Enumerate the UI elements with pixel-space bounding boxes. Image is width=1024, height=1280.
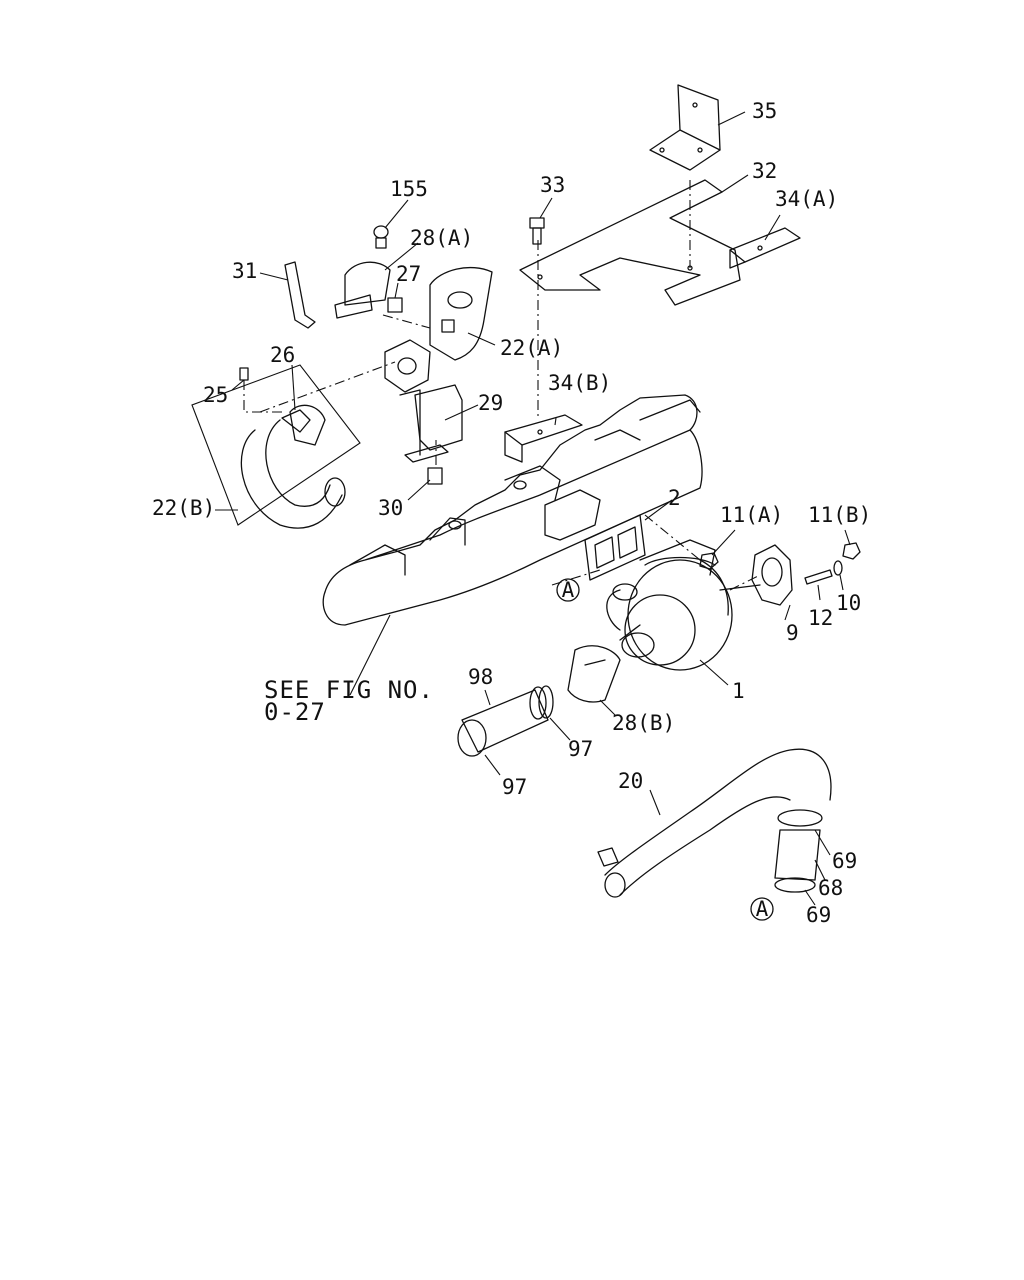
gasket-2 [584,514,646,581]
bolt-30 [427,467,443,485]
label-11a: 11(A) [720,503,783,527]
label-22a: 22(A) [500,336,563,360]
stud-12 [804,569,833,585]
elbow-hose-28b [567,645,621,703]
label-27: 27 [396,262,421,286]
label-33: 33 [540,173,565,197]
clamp-69-a [777,809,823,827]
clamp-97-b [457,719,487,757]
washer-10 [833,560,843,576]
turbocharger-1 [606,539,761,671]
label-1: 1 [732,679,745,703]
label-12: 12 [808,606,833,630]
label-25: 25 [203,383,228,407]
heat-shield-22a [384,266,493,393]
exhaust-manifold [322,394,703,626]
label-11b: 11(B) [808,503,871,527]
bolt-33 [529,217,545,245]
gasket-26 [281,409,311,433]
note-line-2: 0-27 [264,698,326,726]
bracket-34a [729,227,801,269]
label-97-a: 97 [568,737,593,761]
label-10: 10 [836,591,861,615]
bolt-27 [387,297,403,313]
bracket-34b [504,414,583,463]
gasket-9 [751,544,793,606]
label-155: 155 [390,177,428,201]
svg-text:A: A [756,897,769,921]
intake-pipe-20 [597,748,832,898]
label-22b: 22(B) [152,496,215,520]
bracket-35 [649,84,721,171]
label-68: 68 [818,876,843,900]
connection-lines [243,180,761,591]
label-34a: 34(A) [775,187,838,211]
label-69-b: 69 [806,903,831,927]
part-labels: 35 32 34(A) 33 155 28(A) 31 27 22(A) 26 … [152,99,871,927]
label-32: 32 [752,159,777,183]
label-98: 98 [468,665,493,689]
label-35: 35 [752,99,777,123]
pin-25 [239,367,249,381]
pipe-98 [461,686,549,753]
clamp-97-a [538,685,554,719]
bracket-29 [399,384,463,463]
label-69-a: 69 [832,849,857,873]
note-line-1: SEE FIG NO. [264,676,434,704]
nut-11b [842,542,861,560]
svg-text:A: A [562,578,575,602]
clamp-69-b [774,877,816,893]
label-97-b: 97 [502,775,527,799]
label-31: 31 [232,259,257,283]
reference-marker-a-2: A [750,897,774,921]
cover-28a [334,261,391,319]
label-20: 20 [618,769,643,793]
nut-11a [699,552,719,570]
hose-68 [774,829,821,881]
label-34b: 34(B) [548,371,611,395]
bracket-plate-32 [519,179,741,306]
label-26: 26 [270,343,295,367]
label-30: 30 [378,496,403,520]
reference-marker-a-1: A [556,578,580,602]
see-figure-note: SEE FIG NO. 0-27 [264,676,434,726]
exhaust-pipe-22b [240,404,346,529]
label-2: 2 [668,486,681,510]
leader-lines [191,111,851,906]
stay-31 [284,261,316,329]
label-9: 9 [786,621,799,645]
bolt-155 [373,225,389,249]
label-28b: 28(B) [612,711,675,735]
label-28a: 28(A) [410,226,473,250]
label-29: 29 [478,391,503,415]
